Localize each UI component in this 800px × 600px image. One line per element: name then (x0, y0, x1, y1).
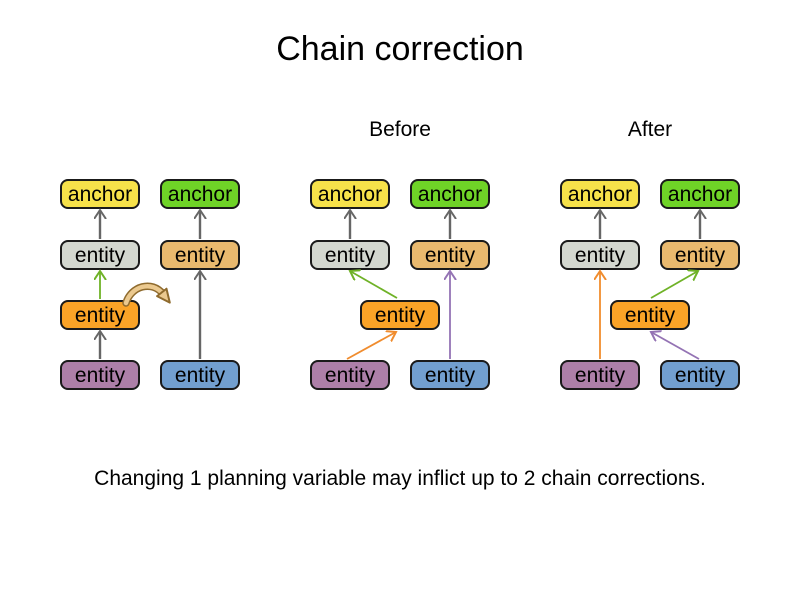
node-before-anchor-1: anchor (410, 179, 490, 209)
node-initial-entity-4: entity (60, 300, 140, 330)
node-after-entity-2: entity (560, 240, 640, 270)
node-before-entity-6: entity (410, 360, 490, 390)
node-after-entity-6: entity (660, 360, 740, 390)
node-after-entity-3: entity (660, 240, 740, 270)
label-before: Before (369, 118, 431, 141)
arrow-after-green-orange-to-tan (650, 271, 698, 299)
page-title: Chain correction (276, 30, 524, 68)
label-after: After (627, 118, 673, 141)
caption: Changing 1 planning variable may inflict… (94, 467, 706, 490)
node-before-entity-5: entity (310, 360, 390, 390)
node-after-entity-4: entity (610, 300, 690, 330)
node-initial-entity-6: entity (160, 360, 240, 390)
node-initial-entity-2: entity (60, 240, 140, 270)
node-before-entity-3: entity (410, 240, 490, 270)
node-before-entity-2: entity (310, 240, 390, 270)
node-initial-anchor-0: anchor (60, 179, 140, 209)
node-initial-entity-5: entity (60, 360, 140, 390)
arrow-before-green-orange-to-gray (350, 271, 398, 299)
arrow-after-purple-blue-to-orange (651, 332, 700, 360)
arrow-before-orange-purple-to-orange (346, 332, 396, 360)
node-before-anchor-0: anchor (310, 179, 390, 209)
node-after-anchor-0: anchor (560, 179, 640, 209)
node-initial-entity-3: entity (160, 240, 240, 270)
node-after-anchor-1: anchor (660, 179, 740, 209)
node-before-entity-4: entity (360, 300, 440, 330)
node-after-entity-5: entity (560, 360, 640, 390)
node-initial-anchor-1: anchor (160, 179, 240, 209)
